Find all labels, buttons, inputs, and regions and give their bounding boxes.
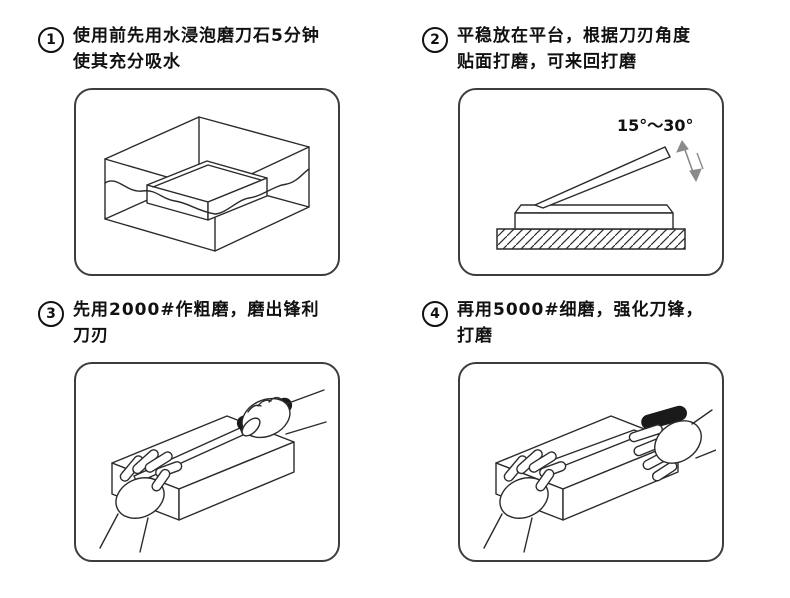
right-hand-gripping — [241, 389, 327, 439]
step-1-number-badge: 1 — [38, 27, 64, 53]
step-4-line-2: 打磨 — [457, 325, 493, 346]
step-4: 4 再用5000#细磨，强化刀锋， 打磨 — [422, 298, 770, 562]
step-2-text: 平稳放在平台，根据刀刃角度 贴面打磨，可来回打磨 — [457, 24, 691, 75]
step-4-text: 再用5000#细磨，强化刀锋， 打磨 — [457, 298, 704, 349]
step-3-line-2: 刀刃 — [73, 325, 109, 346]
angle-label: 15°～30° — [617, 116, 694, 135]
coarse-grinding-illustration — [99, 389, 327, 553]
step-4-figure — [458, 362, 724, 562]
step-3: 3 先用2000#作粗磨，磨出锋利 刀刃 — [38, 298, 416, 562]
fine-grinding-illustration — [483, 405, 716, 553]
step-4-header: 4 再用5000#细磨，强化刀锋， 打磨 — [422, 298, 770, 349]
step-1: 1 使用前先用水浸泡磨刀石5分钟 使其充分吸水 — [38, 24, 416, 276]
left-hand-spread — [99, 449, 183, 553]
step-3-figure — [74, 362, 340, 562]
step-3-text: 先用2000#作粗磨，磨出锋利 刀刃 — [73, 298, 320, 349]
knife-handle — [641, 405, 687, 430]
whetstone-in-water — [146, 160, 268, 221]
knife-blade — [534, 146, 671, 209]
right-hand-pressing — [628, 409, 716, 482]
steps-grid: 1 使用前先用水浸泡磨刀石5分钟 使其充分吸水 — [38, 24, 770, 562]
step-4-line-1: 再用5000#细磨，强化刀锋， — [457, 300, 704, 320]
step-1-text: 使用前先用水浸泡磨刀石5分钟 使其充分吸水 — [73, 24, 320, 75]
step-3-line-1: 先用2000#作粗磨，磨出锋利 — [73, 300, 320, 320]
motion-arrows — [676, 140, 704, 183]
step-2-line-2: 贴面打磨，可来回打磨 — [457, 51, 637, 72]
step-3-header: 3 先用2000#作粗磨，磨出锋利 刀刃 — [38, 298, 416, 349]
step-2: 2 平稳放在平台，根据刀刃角度 贴面打磨，可来回打磨 — [422, 24, 770, 276]
step-2-number-badge: 2 — [422, 27, 448, 53]
soaking-tank-illustration — [104, 116, 310, 252]
step-1-line-2: 使其充分吸水 — [73, 51, 181, 72]
step-3-number-badge: 3 — [38, 301, 64, 327]
whetstone-side-view — [514, 204, 674, 230]
step-1-line-1: 使用前先用水浸泡磨刀石5分钟 — [73, 26, 320, 46]
water-surface-line — [104, 168, 310, 215]
step-2-header: 2 平稳放在平台，根据刀刃角度 贴面打磨，可来回打磨 — [422, 24, 770, 75]
step-2-figure: 15°～30° — [458, 88, 724, 276]
step-2-line-1: 平稳放在平台，根据刀刃角度 — [457, 26, 691, 46]
step-1-figure — [74, 88, 340, 276]
hatched-platform — [496, 228, 686, 250]
left-hand-spread — [483, 449, 567, 553]
step-1-header: 1 使用前先用水浸泡磨刀石5分钟 使其充分吸水 — [38, 24, 416, 75]
angle-illustration: 15°～30° — [496, 116, 704, 250]
step-4-number-badge: 4 — [422, 301, 448, 327]
